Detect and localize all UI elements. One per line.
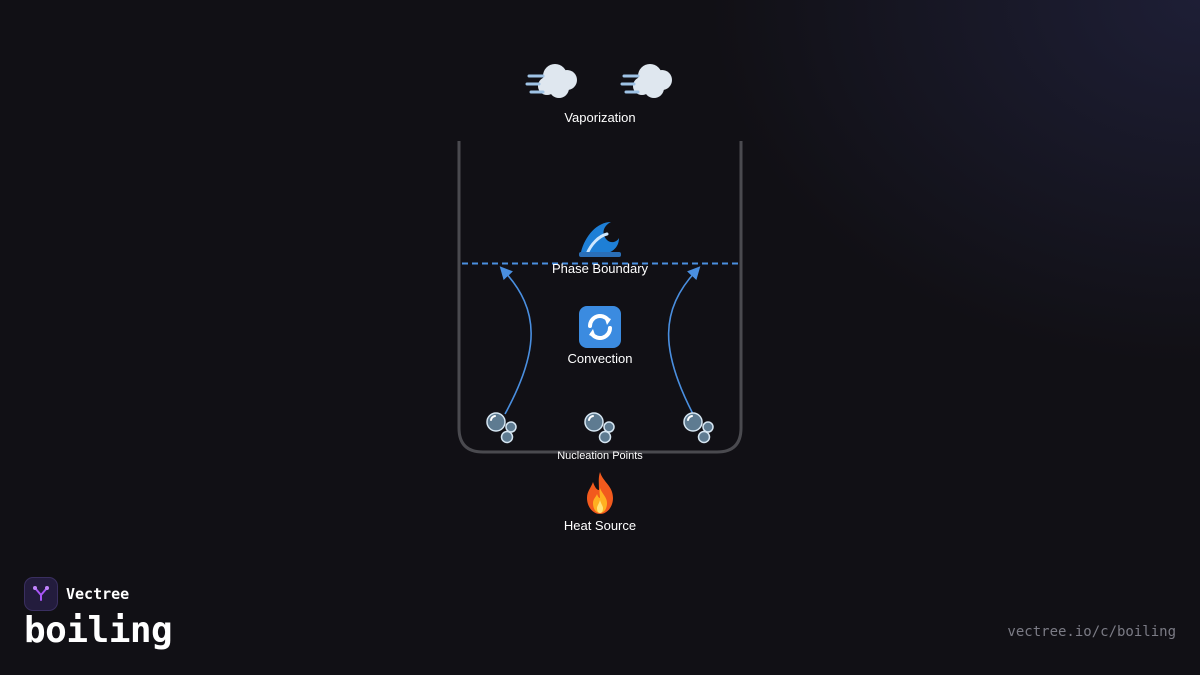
page-title: boiling — [24, 610, 173, 651]
beaker-container — [457, 141, 743, 454]
heat-source-label: Heat Source — [563, 518, 637, 533]
steam-icon — [620, 56, 676, 104]
tree-branch-icon — [24, 577, 58, 611]
bubbles-icon — [582, 410, 616, 444]
vaporization-label: Vaporization — [564, 110, 636, 125]
brand-name: Vectree — [66, 585, 130, 603]
fire-icon — [577, 470, 623, 516]
convection-arrow-left — [499, 266, 532, 415]
convection-arrow-right — [667, 266, 701, 415]
steam-icon — [525, 56, 581, 104]
brand: Vectree — [24, 577, 129, 611]
bubbles-icon — [484, 410, 518, 444]
page-url[interactable]: vectree.io/c/boiling — [1007, 624, 1176, 640]
wave-icon — [577, 214, 623, 260]
convection-label: Convection — [567, 351, 633, 366]
nucleation-label: Nucleation Points — [557, 450, 643, 462]
cycle-arrows-icon — [577, 304, 623, 350]
bubbles-icon — [681, 410, 715, 444]
phase-boundary-label: Phase Boundary — [551, 261, 649, 276]
